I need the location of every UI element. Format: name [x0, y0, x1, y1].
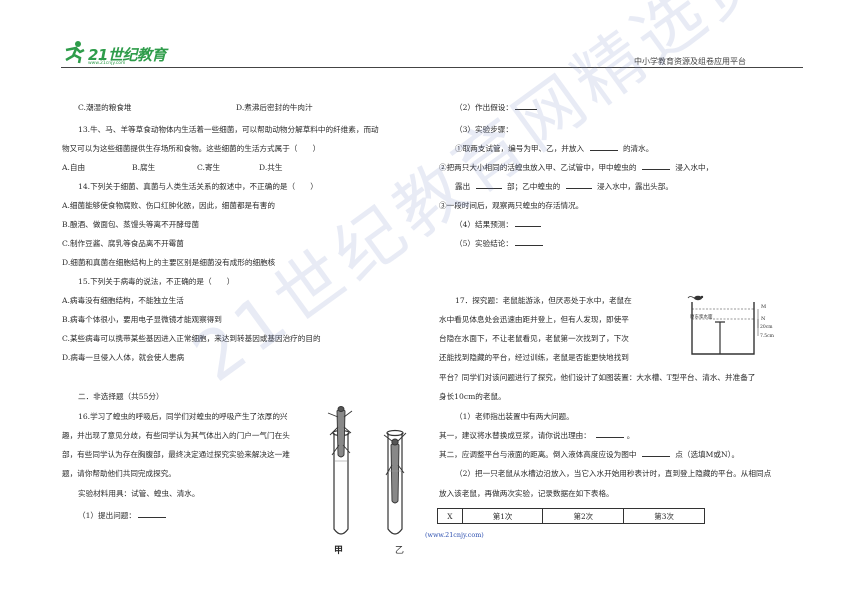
q13-option-c: C.寄生 [197, 163, 221, 172]
answer-blank[interactable] [641, 169, 670, 170]
q15-option-c: C.某些病毒可以携带某些基因进入正常细胞，来达到转基因或基因治疗的目的 [62, 334, 321, 343]
mouse-icon [687, 295, 704, 301]
table-header-cell: 第3次 [623, 508, 705, 524]
q16-line3: 部，有些同学认为存在胸腹部，最终决定通过探究实验来解决这一难 [62, 450, 290, 459]
result-prompt: （4）结果预测： [455, 220, 542, 230]
tube-label-yi: 乙 [395, 546, 405, 556]
hypothesis-prompt: （2）作出假设： [455, 103, 538, 113]
q15-option-b: B.病毒个体很小，要用电子显微镜才能观察得到 [62, 315, 222, 324]
q17-problem2-label: 其二，应调整平台与液面的距离。倒入液体高度应设为图中 [439, 450, 637, 459]
q16-materials: 实验材料用具：试管、蝗虫、清水。 [78, 489, 200, 498]
diagram-label-m: M [761, 304, 767, 310]
hypothesis-label: （2）作出假设： [455, 103, 513, 112]
answer-blank[interactable] [515, 109, 538, 110]
q16-ask-label: （1）提出问题： [78, 511, 136, 520]
q15-option-a: A.病毒没有细胞结构，不能独立生活 [62, 296, 184, 305]
water-tank-diagram [687, 295, 759, 355]
step-1-tail: 的清水。 [622, 144, 654, 153]
answer-blank[interactable] [596, 437, 625, 438]
q16-question-prompt: （1）提出问题： [78, 511, 167, 521]
diagram-distance-1: 20cm [760, 325, 773, 330]
answer-blank[interactable] [475, 188, 502, 189]
step-2a-tail: 浸入水中， [675, 163, 714, 172]
step-2b: 露出 部；乙中蝗虫的 浸入水中，露出头部。 [455, 182, 673, 192]
table-header-cell: 第1次 [461, 508, 544, 524]
table-header-cell: X [437, 508, 463, 524]
diagram-tag: 原东浆水面 [690, 315, 713, 320]
step-2b-part3: 浸入水中，露出头部。 [597, 182, 673, 191]
q13-line1: 13.牛、马、羊等草食动物体内生活着一些细菌，可以帮助动物分解草料中的纤维素，而… [78, 125, 379, 134]
q17-problem2-tail: 点（选填M或N）。 [675, 450, 740, 459]
q17-problem1: 其一，建议将水替换成豆浆，请你说出理由： 。 [439, 431, 635, 440]
q15-option-d: D.病毒一旦侵入人体，就会使人患病 [62, 353, 185, 362]
q16-line4: 题，请你帮助他们共同完成探究。 [62, 469, 176, 478]
step-1: ①取两支试管，编号为甲、乙，并放入 的清水。 [455, 144, 653, 154]
q16-line1: 16.学习了蝗虫的呼吸后，同学们对蝗虫的呼吸产生了浓厚的兴 [78, 412, 288, 421]
q14-stem: 14.下列关于细菌、真菌与人类生活关系的叙述中，不正确的是（ ） [78, 182, 318, 191]
conclusion-prompt: （5）实验结论： [455, 239, 544, 249]
q17-line1: 17．探究题：老鼠能游泳，但厌恶处于水中，老鼠在 [455, 296, 632, 305]
step-3: ③一段时间后，观察两只蝗虫的存活情况。 [439, 201, 584, 210]
q17-part1: （1）老师指出装置中有两大问题。 [455, 412, 574, 421]
platform-title: 中小学教育资源及组卷应用平台 [634, 57, 746, 66]
q14-option-c: C.制作豆酱、腐乳等食品离不开霉菌 [62, 239, 184, 248]
q12-option-d: D.煮沸后密封的牛肉汁 [236, 103, 313, 112]
q17-line5: 平台？同学们对该问题进行了探究，他们设计了如图装置：大水槽、T型平台、清水、并准… [439, 373, 756, 382]
t-platform [715, 321, 725, 354]
diagram-distance-2: 7.5cm [760, 334, 774, 339]
logo-url: www.21cnjy.com [88, 61, 126, 66]
q17-line3: 台隐在水面下，不让老鼠看见，老鼠第一次找到了，下次 [439, 334, 629, 343]
grasshopper-jia [327, 406, 353, 458]
q13-option-d: D.共生 [259, 163, 283, 172]
section-heading: 二．非选择题（共55分） [78, 392, 164, 401]
header-divider [61, 67, 803, 68]
step-2a-label: ②把两只大小相同的活蝗虫放入甲、乙试管中，甲中蝗虫的 [439, 163, 637, 172]
q17-part2-line1: （2）把一只老鼠从水槽边沿放入，当它入水开始用秒表计时，直到登上隐藏的平台。从相… [455, 469, 772, 478]
q17-line2: 水中看见体息处会迅速由距并登上，但有人发现，即使平 [439, 315, 629, 324]
answer-blank[interactable] [138, 517, 167, 518]
q13-line2: 物又可以为这些细菌提供生存场所和食物。这些细菌的生活方式属于（ ） [62, 144, 321, 153]
q14-option-d: D.细菌和真菌在细胞结构上的主要区别是细菌没有成形的细胞核 [62, 258, 276, 267]
logo-text: 21世纪教育 [88, 46, 166, 64]
q14-option-b: B.酿酒、做面包、蒸馒头等离不开酵母菌 [62, 220, 200, 229]
answer-blank[interactable] [589, 150, 618, 151]
q14-option-a: A.细菌能够使食物腐败、伤口红肿化脓，因此，细菌都是有害的 [62, 201, 275, 210]
q15-stem: 15.下列关于病毒的说法，不正确的是（ ） [78, 277, 235, 286]
step-1-label: ①取两支试管，编号为甲、乙，并放入 [455, 144, 585, 153]
runner-logo-icon [65, 41, 85, 64]
q13-option-a: A.自由 [62, 163, 86, 172]
grasshopper-yi [383, 432, 407, 504]
q17-problem2: 其二，应调整平台与液面的距离。倒入液体高度应设为图中 点（选填M或N）。 [439, 450, 739, 460]
result-label: （4）结果预测： [455, 220, 513, 229]
tube-yi [386, 429, 404, 535]
q16-line2: 趣，并出现了意见分歧，有些同学认为其气体出入的门户一气门在头 [62, 431, 290, 440]
conclusion-label: （5）实验结论： [455, 239, 513, 248]
answer-blank[interactable] [515, 245, 544, 246]
step-2b-part1: 露出 [455, 182, 471, 191]
steps-heading: （3）实验步骤： [455, 125, 513, 134]
answer-blank[interactable] [515, 226, 542, 227]
results-table: X 第1次 第2次 第3次 [437, 508, 705, 524]
q17-line6: 身长10cm的老鼠。 [439, 392, 506, 401]
q13-option-b: B.腐生 [132, 163, 156, 172]
logo [62, 40, 162, 66]
test-tubes-figure [327, 406, 407, 535]
q17-problem1-label: 其一，建议将水替换成豆浆，请你说出理由： [439, 431, 591, 440]
tube-label-jia: 甲 [334, 546, 344, 556]
step-2a: ②把两只大小相同的活蝗虫放入甲、乙试管中，甲中蝗虫的 浸入水中， [439, 163, 713, 173]
q12-option-c: C.潮湿的粮食堆 [78, 103, 132, 112]
q17-line4: 还能找到隐藏的平台，经过训练，老鼠是否能更快地找到 [439, 353, 629, 362]
q17-part2-line2: 放入该老鼠，再做两次实验，记录数据在如下表格。 [439, 489, 614, 498]
diagram-label-n: N [761, 316, 766, 322]
answer-blank[interactable] [641, 456, 670, 457]
table-header-cell: 第2次 [542, 508, 625, 524]
source-link[interactable]: (www.21cnjy.com) [425, 531, 484, 539]
answer-blank[interactable] [565, 188, 592, 189]
table-row: X 第1次 第2次 第3次 [437, 508, 705, 524]
step-2b-part2: 部；乙中蝗虫的 [507, 182, 561, 191]
tank-outline [691, 302, 755, 355]
